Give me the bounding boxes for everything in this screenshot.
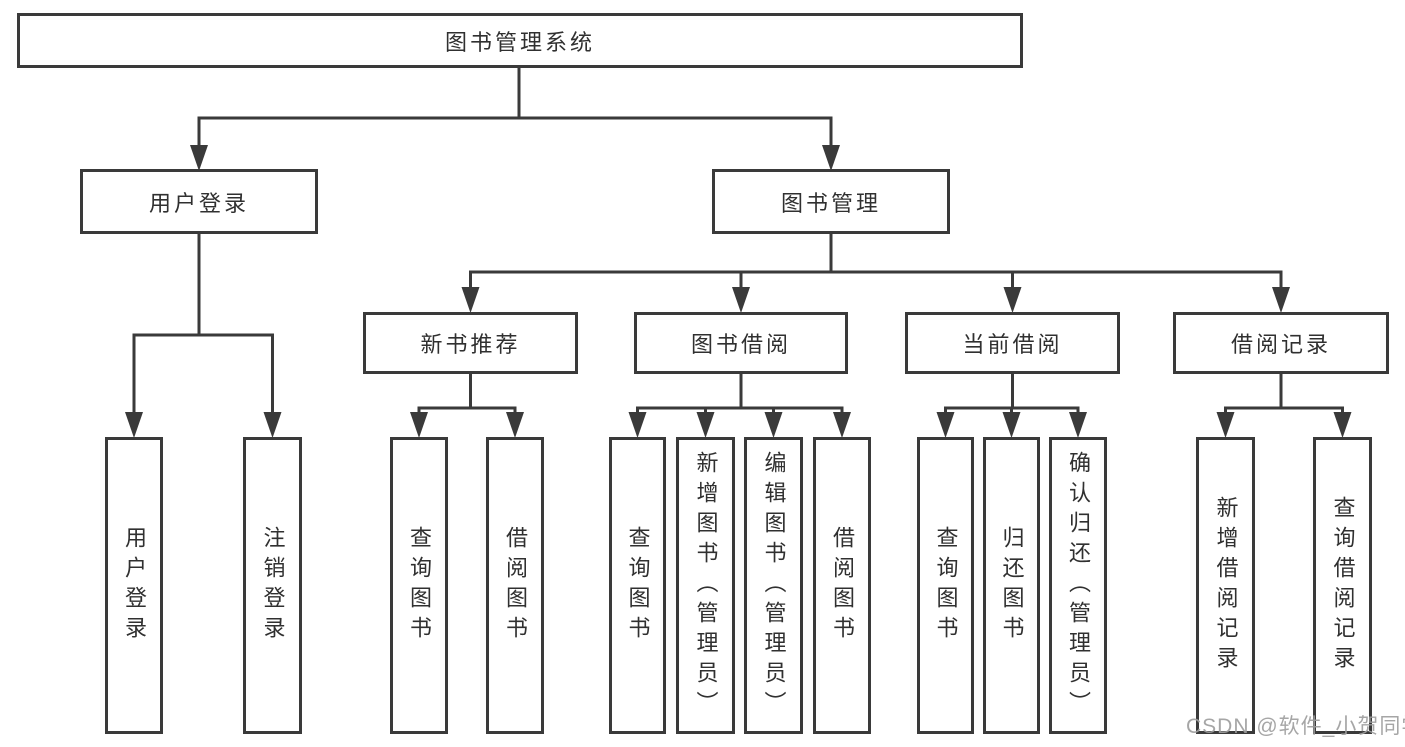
node-query-books-borrow: 查询图书: [609, 437, 666, 734]
node-query-books-current: 查询图书: [917, 437, 974, 734]
node-borrow-records: 借阅记录: [1173, 312, 1389, 374]
node-logout-leaf: 注销登录: [243, 437, 302, 734]
node-borrow-books-recommend: 借阅图书: [486, 437, 544, 734]
node-edit-book-admin: 编辑图书（管理员）: [744, 437, 803, 734]
csdn-watermark: CSDN @软件_小贺同学: [1186, 715, 1405, 738]
connector-root: [190, 68, 840, 171]
connector-user-login: [125, 234, 282, 438]
node-confirm-return-admin: 确认归还（管理员）: [1049, 437, 1107, 734]
node-add-borrow-record: 新增借阅记录: [1196, 437, 1255, 734]
connector-new-book-recommend: [410, 374, 524, 438]
connector-book-management: [461, 234, 1290, 313]
node-query-books-recommend: 查询图书: [390, 437, 448, 734]
node-library-management-system: 图书管理系统: [17, 13, 1023, 68]
node-borrow-book-leaf: 借阅图书: [813, 437, 871, 734]
node-book-borrow: 图书借阅: [634, 312, 848, 374]
connector-borrow-records: [1216, 374, 1352, 438]
node-return-book: 归还图书: [983, 437, 1040, 734]
node-user-login-leaf: 用户登录: [105, 437, 163, 734]
node-user-login: 用户登录: [80, 169, 318, 234]
node-query-borrow-record: 查询借阅记录: [1313, 437, 1372, 734]
node-add-book-admin: 新增图书（管理员）: [676, 437, 735, 734]
node-new-book-recommend: 新书推荐: [363, 312, 578, 374]
connector-book-borrow: [628, 374, 851, 438]
connector-current-borrow: [936, 374, 1087, 438]
node-book-management: 图书管理: [712, 169, 950, 234]
node-current-borrow: 当前借阅: [905, 312, 1120, 374]
